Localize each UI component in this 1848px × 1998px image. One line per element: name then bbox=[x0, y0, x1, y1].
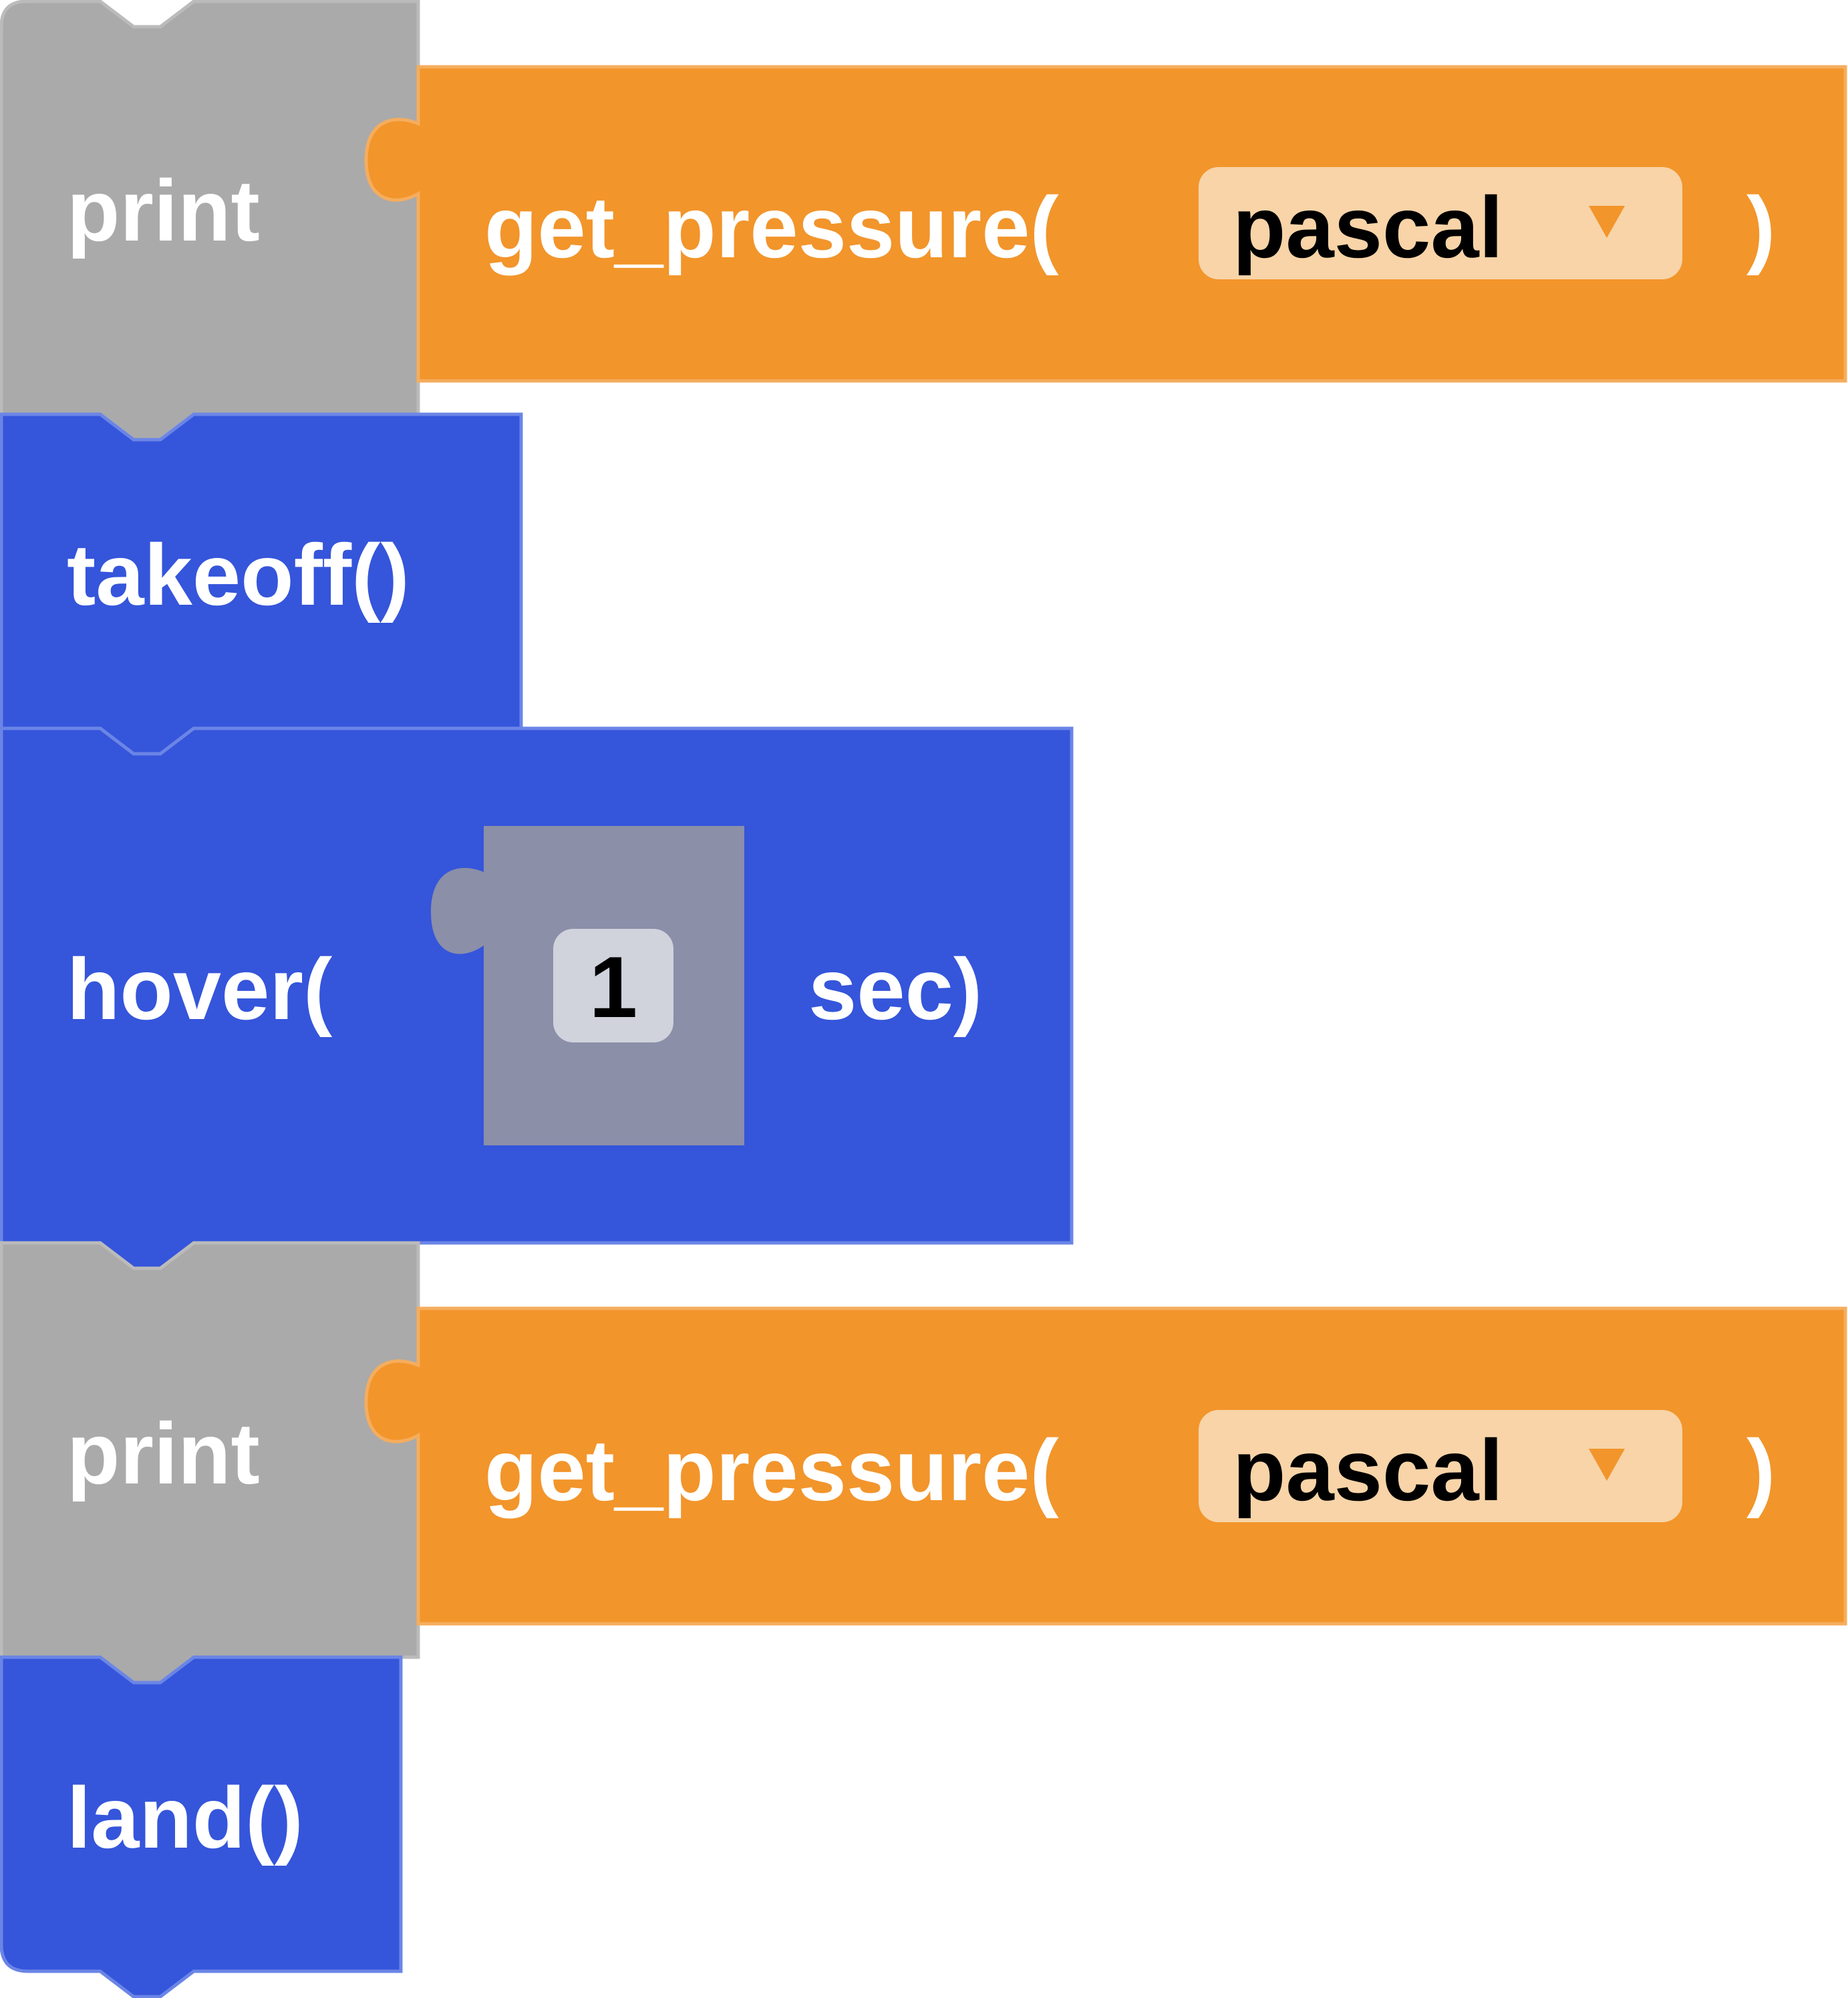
number-block[interactable]: 1 bbox=[431, 826, 744, 1145]
unit-dropdown[interactable]: pascal bbox=[1199, 167, 1682, 279]
dropdown-value: pascal bbox=[1233, 178, 1503, 276]
get-pressure-block-1[interactable]: get_pressure( pascal ) bbox=[364, 65, 1847, 383]
get-pressure-label: get_pressure( bbox=[484, 1421, 1059, 1519]
land-label: land() bbox=[67, 1769, 303, 1866]
get-pressure-label: get_pressure( bbox=[484, 178, 1059, 276]
hover-block[interactable]: hover( 1 sec) bbox=[0, 726, 1074, 1270]
print-block-1[interactable]: print bbox=[0, 0, 420, 442]
triangle-down-icon bbox=[1589, 206, 1625, 238]
land-block[interactable]: land() bbox=[0, 1655, 403, 1998]
print-block-2[interactable]: print bbox=[0, 1241, 420, 1685]
close-paren: ) bbox=[1746, 178, 1775, 276]
dropdown-value: pascal bbox=[1233, 1421, 1503, 1519]
get-pressure-block-2[interactable]: get_pressure( pascal ) bbox=[364, 1306, 1847, 1626]
takeoff-block[interactable]: takeoff() bbox=[0, 412, 523, 756]
hover-label: hover( bbox=[67, 940, 333, 1038]
close-paren: ) bbox=[1746, 1421, 1775, 1519]
takeoff-label: takeoff() bbox=[67, 526, 410, 623]
number-field[interactable] bbox=[553, 929, 673, 1042]
print-label: print bbox=[67, 1405, 260, 1502]
number-value: 1 bbox=[589, 938, 637, 1036]
hover-suffix: sec) bbox=[808, 940, 982, 1038]
print-label: print bbox=[67, 162, 260, 259]
triangle-down-icon bbox=[1589, 1449, 1625, 1481]
unit-dropdown[interactable]: pascal bbox=[1199, 1410, 1682, 1522]
